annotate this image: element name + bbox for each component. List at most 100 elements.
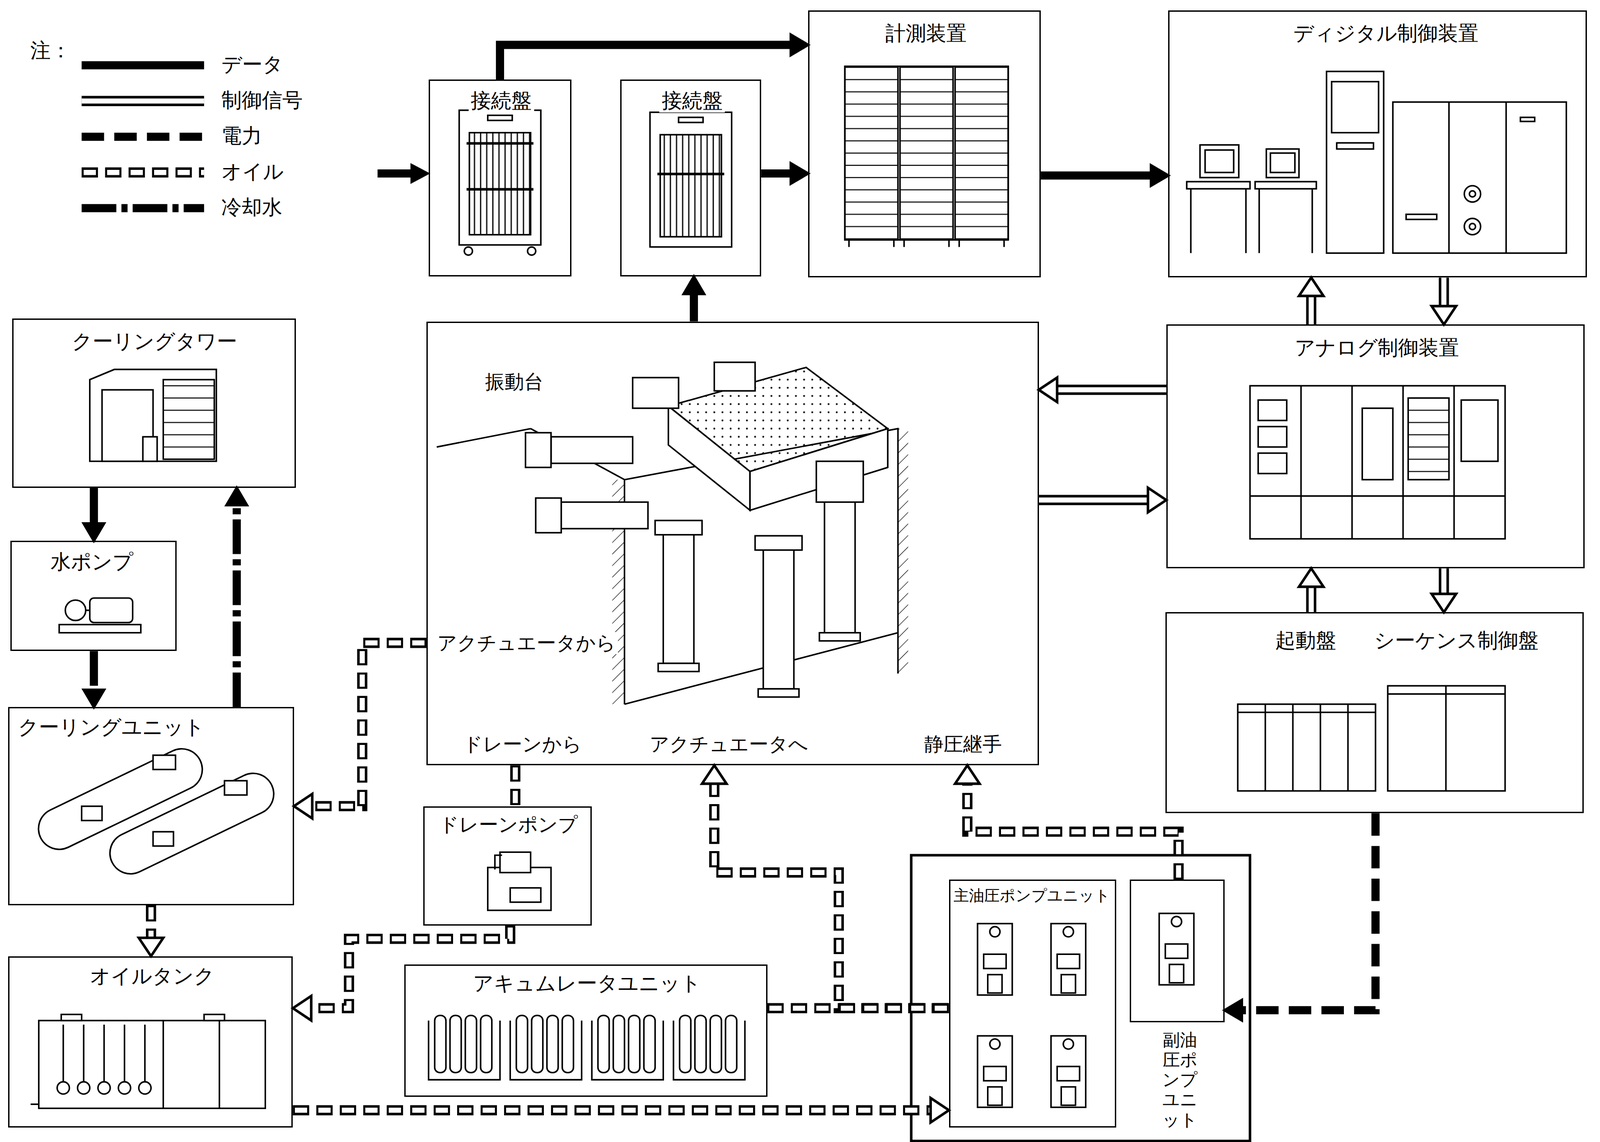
drawing-stroke bbox=[153, 755, 176, 770]
drawing-stroke bbox=[1237, 704, 1376, 791]
note-label: 注： bbox=[28, 38, 73, 63]
box-title: 振動台 bbox=[482, 370, 546, 393]
drawing-stroke bbox=[893, 239, 895, 248]
arrow-head bbox=[138, 937, 164, 957]
drawing-stroke bbox=[1387, 693, 1506, 695]
drawing-stroke bbox=[1165, 944, 1189, 959]
drawing-stroke bbox=[224, 780, 248, 796]
flow-connector bbox=[1431, 277, 1456, 325]
oil-tank-figure bbox=[30, 1014, 266, 1109]
flow-connector bbox=[1299, 277, 1324, 325]
drawing-stroke bbox=[613, 1015, 625, 1073]
drawing-stroke bbox=[658, 663, 699, 672]
connector-line bbox=[1438, 277, 1450, 307]
connector-line bbox=[292, 1107, 931, 1113]
drawing-stroke bbox=[987, 1086, 1003, 1106]
drawing-stroke bbox=[757, 688, 799, 698]
drawing-stroke bbox=[954, 66, 1008, 240]
connector-line bbox=[689, 293, 698, 322]
drawing-stroke bbox=[903, 239, 905, 248]
connector-line bbox=[81, 132, 205, 141]
drawing-stroke bbox=[1200, 145, 1240, 178]
equipment-box: オイルタンク bbox=[8, 956, 293, 1128]
drawing-stroke bbox=[65, 599, 86, 621]
legend-sample bbox=[81, 172, 205, 173]
connector-line bbox=[89, 487, 99, 524]
flow-connector bbox=[1040, 165, 1169, 186]
drawing-stroke bbox=[714, 362, 755, 391]
connector-line bbox=[512, 765, 518, 806]
equipment-box: クーリングタワー bbox=[12, 318, 296, 488]
drawing-stroke bbox=[1159, 913, 1194, 985]
drawing-stroke bbox=[1237, 711, 1376, 713]
arrow-head bbox=[790, 163, 809, 184]
drawing-stroke bbox=[1171, 916, 1182, 927]
drawing-stroke bbox=[467, 188, 534, 190]
drawing-stroke bbox=[899, 66, 953, 240]
arrow-head bbox=[701, 765, 727, 784]
arrow-head bbox=[226, 487, 247, 506]
drawing-stroke bbox=[1402, 385, 1404, 539]
drawing-stroke bbox=[547, 1015, 559, 1073]
drawing-stroke bbox=[142, 436, 158, 462]
drawing-stroke bbox=[1351, 385, 1353, 539]
drawing-stroke bbox=[958, 239, 960, 248]
drawing-stroke bbox=[1051, 923, 1086, 996]
water-pump-figure bbox=[59, 598, 141, 633]
drawing-stroke bbox=[1051, 1035, 1086, 1108]
arrow-head bbox=[930, 1098, 950, 1123]
drawing-stroke bbox=[469, 132, 531, 235]
starter-sequence-panels bbox=[1237, 685, 1506, 791]
drawing-stroke bbox=[377, 169, 414, 178]
arrow-head bbox=[294, 793, 313, 819]
drawing-stroke bbox=[1061, 974, 1076, 993]
drawing-stroke bbox=[516, 1015, 528, 1073]
connector-line bbox=[1241, 813, 1376, 1011]
drawing-stroke bbox=[204, 1014, 225, 1021]
drawing-stroke bbox=[449, 1015, 462, 1073]
arrow-head bbox=[1431, 306, 1456, 325]
connector-line bbox=[967, 783, 1179, 880]
box-title: 水ポンプ bbox=[48, 550, 136, 574]
drawing-stroke bbox=[495, 855, 503, 870]
connector-line bbox=[89, 650, 99, 691]
connector-line bbox=[761, 169, 792, 178]
drawing-stroke bbox=[218, 1020, 220, 1109]
arrow-head bbox=[83, 689, 104, 707]
connector-line bbox=[310, 925, 511, 1009]
drawing-stroke bbox=[525, 432, 551, 468]
equipment-box: 起動盤シーケンス制御盤 bbox=[1165, 612, 1584, 814]
connector-line bbox=[967, 783, 1179, 880]
drawing-stroke bbox=[679, 1015, 691, 1073]
drawing-stroke bbox=[1266, 149, 1299, 178]
connector-line bbox=[292, 1104, 931, 1116]
drawing-stroke bbox=[1520, 117, 1535, 122]
drawing-stroke bbox=[678, 117, 703, 123]
flow-connector bbox=[683, 276, 704, 322]
box-title: 起動盤 bbox=[1272, 628, 1339, 653]
connector-line bbox=[81, 167, 205, 178]
connector-line bbox=[81, 95, 205, 107]
drawing-stroke bbox=[1387, 685, 1506, 791]
drawing-stroke bbox=[658, 173, 724, 175]
legend-text: 制御信号 bbox=[219, 88, 305, 113]
equipment-box: クーリングユニット bbox=[8, 706, 295, 905]
box-title: アキュムレータユニット bbox=[470, 971, 704, 996]
flow-connector bbox=[226, 487, 247, 708]
drawing-stroke bbox=[948, 239, 950, 248]
drawing-stroke bbox=[898, 428, 909, 674]
drawing-stroke bbox=[531, 1015, 543, 1073]
drawing-stroke bbox=[1057, 1066, 1080, 1081]
drawing-stroke bbox=[465, 1015, 477, 1073]
drawing-stroke bbox=[1003, 239, 1005, 248]
connector-line bbox=[1308, 295, 1314, 325]
connector-line bbox=[1056, 384, 1167, 396]
drawing-stroke bbox=[694, 1015, 707, 1073]
drawing-stroke bbox=[1300, 385, 1302, 539]
flow-connector bbox=[294, 642, 427, 819]
drawing-stroke bbox=[1445, 685, 1447, 791]
flow-connector bbox=[292, 1098, 950, 1123]
legend-text: 冷却水 bbox=[219, 195, 285, 220]
drawing-stroke bbox=[844, 66, 898, 240]
